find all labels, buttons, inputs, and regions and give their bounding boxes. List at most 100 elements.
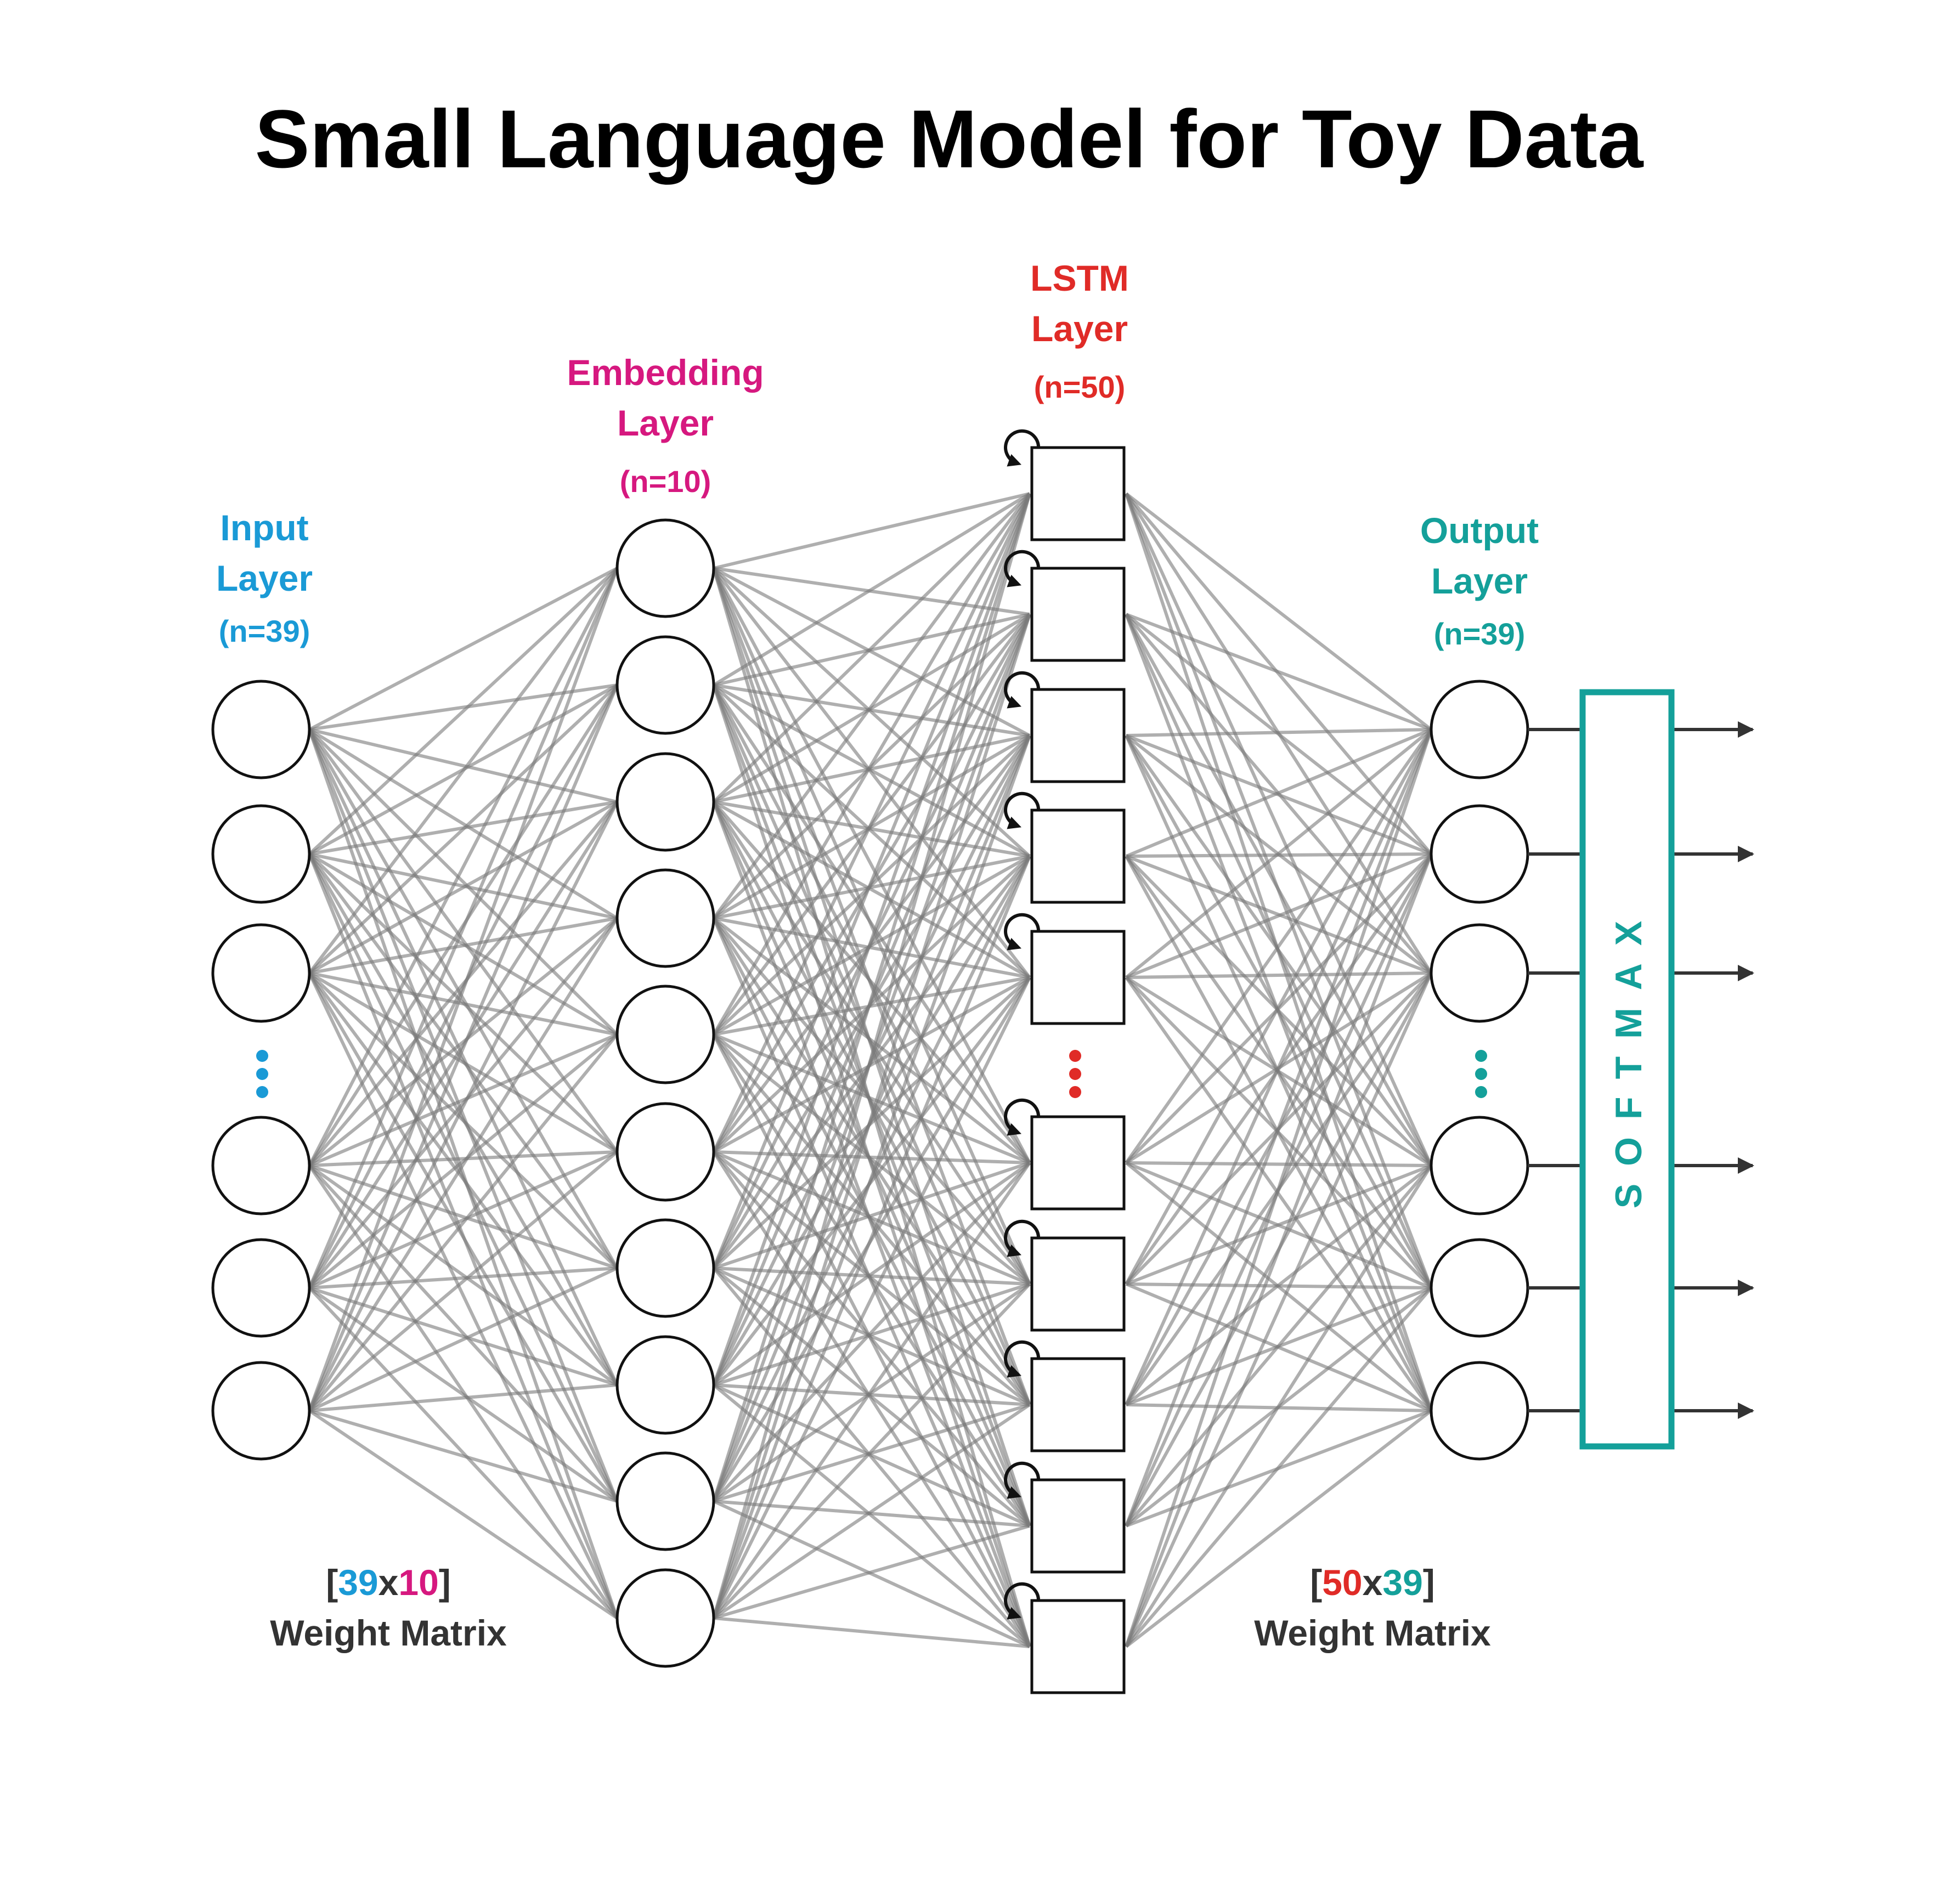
embedding-node: [615, 518, 715, 618]
lstm-cell: [1030, 808, 1126, 904]
lstm-output-edge: [1125, 1164, 1432, 1286]
recurrent-loop-icon: [1004, 1219, 1041, 1257]
lstm-output-edge: [1125, 734, 1433, 1167]
embedding-lstm-edge: [713, 1266, 1030, 1286]
embedding-lstm-edge: [712, 493, 1031, 1386]
input-embedding-edge: [308, 567, 619, 1167]
recurrent-loop-icon: [1004, 1340, 1041, 1378]
embedding-lstm-edge: [712, 493, 1031, 1036]
input-embedding-edge: [308, 728, 619, 1153]
embedding-lstm-edge: [713, 1150, 1030, 1164]
embedding-lstm-edge: [712, 567, 1031, 858]
input-embedding-edge: [308, 1286, 618, 1503]
lstm-output-edge: [1126, 728, 1432, 737]
lstm-output-edge: [1126, 971, 1432, 979]
input-layer-nodes: [211, 680, 311, 1461]
input-embedding-edge: [308, 684, 619, 1412]
embedding-lstm-edge: [712, 614, 1031, 1619]
embedding-node: [615, 868, 715, 968]
input-embedding-edge: [309, 1286, 618, 1387]
input-node: [211, 1238, 311, 1338]
lstm-cell: [1030, 446, 1126, 541]
lstm-output-edge: [1125, 493, 1433, 1167]
recurrent-loop-icon: [1004, 550, 1041, 587]
softmax-label: SOFTMAX: [1608, 903, 1650, 1208]
lstm-output-edge: [1125, 1164, 1432, 1406]
embedding-lstm-edge: [713, 683, 1031, 858]
recurrent-loop-icon: [1004, 791, 1041, 829]
embedding-lstm-edge: [713, 1403, 1031, 1620]
output-node: [1430, 1116, 1529, 1215]
embedding-node: [615, 1335, 715, 1435]
output-layer-title-line2: Layer: [1431, 561, 1528, 601]
embedding-lstm-edge: [712, 683, 1031, 979]
output-node: [1430, 1238, 1529, 1338]
input-embedding-edge: [308, 1150, 618, 1412]
input-embedding-edge: [308, 728, 618, 920]
input-embedding-edge: [308, 971, 618, 1153]
lstm-output-edge: [1125, 1164, 1433, 1648]
input-node: [211, 923, 311, 1023]
embedding-lstm-edge: [713, 1033, 1031, 1286]
lstm-output-edge: [1125, 734, 1432, 856]
recurrent-loop-icon: [1004, 1461, 1041, 1499]
input-embedding-edge: [309, 1150, 618, 1167]
embedding-lstm-edge: [712, 1151, 1031, 1527]
embedding-node: [615, 752, 715, 852]
embedding-lstm-edge: [712, 493, 1031, 1502]
embedding-node: [615, 1218, 715, 1318]
lstm-output-edge: [1125, 1164, 1433, 1527]
embedding-lstm-edge: [713, 1161, 1031, 1387]
output-node: [1430, 804, 1529, 904]
embedding-layer-count: (n=10): [620, 464, 711, 499]
output-node: [1430, 680, 1529, 779]
right-matrix-caption: Weight Matrix: [1254, 1613, 1491, 1653]
recurrent-loop-icon: [1004, 429, 1041, 467]
embedding-lstm-edge: [713, 1616, 1030, 1648]
input-embedding-edge: [308, 1150, 618, 1290]
recurrent-loop-icon: [1004, 671, 1041, 709]
embedding-lstm-edge: [713, 1383, 1031, 1528]
input-embedding-edge: [308, 683, 619, 975]
input-embedding-edge: [308, 800, 618, 975]
input-embedding-edge: [309, 1409, 618, 1503]
input-ellipsis: [256, 1050, 268, 1098]
lstm-layer-cells: [1004, 429, 1126, 1694]
lstm-output-edge: [1125, 853, 1433, 1648]
input-embedding-edge: [308, 1286, 619, 1620]
input-embedding-connections: [308, 567, 619, 1620]
lstm-layer-title-line1: LSTM: [1030, 258, 1129, 298]
output-node: [1430, 1361, 1529, 1461]
input-embedding-edge: [308, 567, 619, 1289]
lstm-cell: [1030, 1599, 1126, 1694]
lstm-layer-title-line2: Layer: [1031, 308, 1128, 349]
embedding-lstm-edge: [713, 1500, 1030, 1528]
embedding-lstm-edge: [712, 801, 1031, 1285]
lstm-output-edge: [1125, 852, 1432, 979]
lstm-cell: [1030, 1478, 1126, 1574]
embedding-lstm-edge: [713, 1383, 1030, 1406]
input-embedding-edge: [309, 1164, 618, 1270]
input-embedding-edge: [308, 1409, 618, 1620]
input-embedding-edge: [308, 1164, 619, 1503]
output-ellipsis: [1475, 1050, 1487, 1098]
embedding-lstm-edge: [712, 567, 1031, 979]
embedding-lstm-edge: [712, 493, 1031, 919]
embedding-layer-nodes: [615, 518, 715, 1668]
input-embedding-edge: [308, 728, 619, 1386]
output-layer-nodes: [1430, 680, 1529, 1461]
lstm-output-edge: [1125, 729, 1433, 1647]
input-embedding-edge: [308, 1033, 618, 1167]
embedding-node: [615, 1568, 715, 1668]
lstm-output-edge: [1125, 728, 1433, 1285]
embedding-lstm-edge: [713, 1282, 1030, 1387]
embedding-lstm-edge: [713, 1161, 1030, 1270]
left-matrix-dimensions: [39x10]: [326, 1562, 451, 1603]
recurrent-loop-icon: [1004, 1098, 1041, 1136]
input-embedding-edge: [308, 728, 619, 1502]
input-embedding-edge: [308, 971, 619, 1270]
input-embedding-edge: [309, 683, 618, 731]
lstm-output-connections: [1125, 492, 1433, 1648]
embedding-lstm-edge: [713, 492, 1031, 687]
